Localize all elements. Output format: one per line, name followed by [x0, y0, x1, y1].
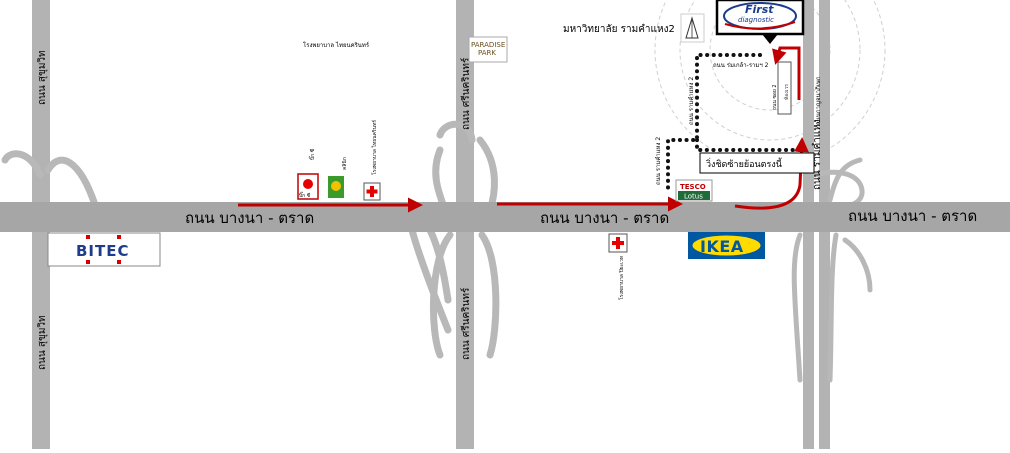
lotus-text: Lotus — [684, 193, 703, 201]
bigc-vertical-label: บิ๊ก ซี — [308, 148, 316, 160]
diagnostic-logo-text: diagnostic — [738, 16, 774, 24]
bigc-logo: บิ๊ก ซี บิ๊ก ซี — [297, 148, 319, 200]
small-building-box — [777, 61, 792, 115]
route-arrows — [238, 46, 809, 213]
route-note-box: วิ่งชิดซ้ายย้อนตรงนี้ — [699, 152, 815, 174]
paradise-park-logo: PARADISE PARK — [468, 36, 508, 63]
hospital-icon: โรงพยาบาล ไทยนครินทร์ — [363, 120, 381, 201]
road-label-kanchanaphisek: ถนนกาญจนาภิเษก — [815, 76, 822, 125]
road-label-srinakarin-bottom: ถนน ศรีนครินทร์ — [460, 287, 472, 360]
hospital-bottom-label: โรงพยาบาล ปิยะเวท — [618, 256, 625, 300]
road-label-sukhumvit-bottom: ถนน สุขุมวิท — [37, 315, 48, 370]
hospital-top-label: โรงพยาบาล ไทยนครินทร์ — [303, 41, 370, 49]
dotted-route — [666, 53, 802, 192]
paradise-line1: PARADISE — [471, 41, 505, 49]
bitec-text: BITEC — [76, 242, 130, 260]
road-label-soi-top: ถนน ร่มเกล้า-รามฯ 2 — [713, 62, 769, 69]
road-label-main-right: ถนน บางนา - ตราด — [848, 207, 977, 225]
tesco-text: TESCO — [680, 183, 706, 191]
road-label-sukhumvit-top: ถนน สุขุมวิท — [37, 50, 48, 105]
road-label-srinakarin-top: ถนน ศรีนครินทร์ — [460, 57, 472, 130]
first-diagnostic-destination[interactable]: First diagnostic — [715, 0, 805, 44]
small-building-label: ห้องเวร — [783, 84, 790, 100]
bangna-trat-road — [0, 202, 1010, 232]
ikea-logo: IKEA — [688, 232, 765, 259]
route-note-text: วิ่งชิดซ้ายย้อนตรงนี้ — [706, 157, 783, 170]
road-label-soi-small: ถนน ซอย 2 — [772, 84, 778, 110]
bigc-label: บิ๊ก ซี — [299, 191, 311, 199]
university-label: มหาวิทยาลัย รามคำแหง2 — [563, 24, 675, 35]
road-label-soi-2: ถนน รามคำแหง 2 — [655, 137, 662, 185]
hospital-icon-south: โรงพยาบาล ปิยะเวท — [608, 233, 628, 300]
tesco-lotus-logo: TESCO Lotus — [675, 179, 713, 202]
paradise-line2: PARK — [478, 49, 496, 57]
ikea-text: IKEA — [700, 237, 744, 256]
road-label-main-mid: ถนน บางนา - ตราด — [540, 209, 669, 227]
clinic-vertical-label: คลินิก — [341, 157, 348, 170]
bitec-logo: BITEC — [47, 232, 161, 267]
road-label-soi-1: ถนน รามคำแหง 2 — [688, 77, 695, 125]
road-label-ramkhamhaeng: ถนน รามคำแหง — [812, 119, 823, 190]
clinic-logo: คลินิก — [328, 157, 348, 198]
university-logo — [680, 13, 705, 43]
road-label-main-left: ถนน บางนา - ตราด — [185, 209, 314, 227]
hospital-small-label: โรงพยาบาล ไทยนครินทร์ — [371, 120, 378, 175]
first-logo-text: First — [745, 3, 774, 16]
